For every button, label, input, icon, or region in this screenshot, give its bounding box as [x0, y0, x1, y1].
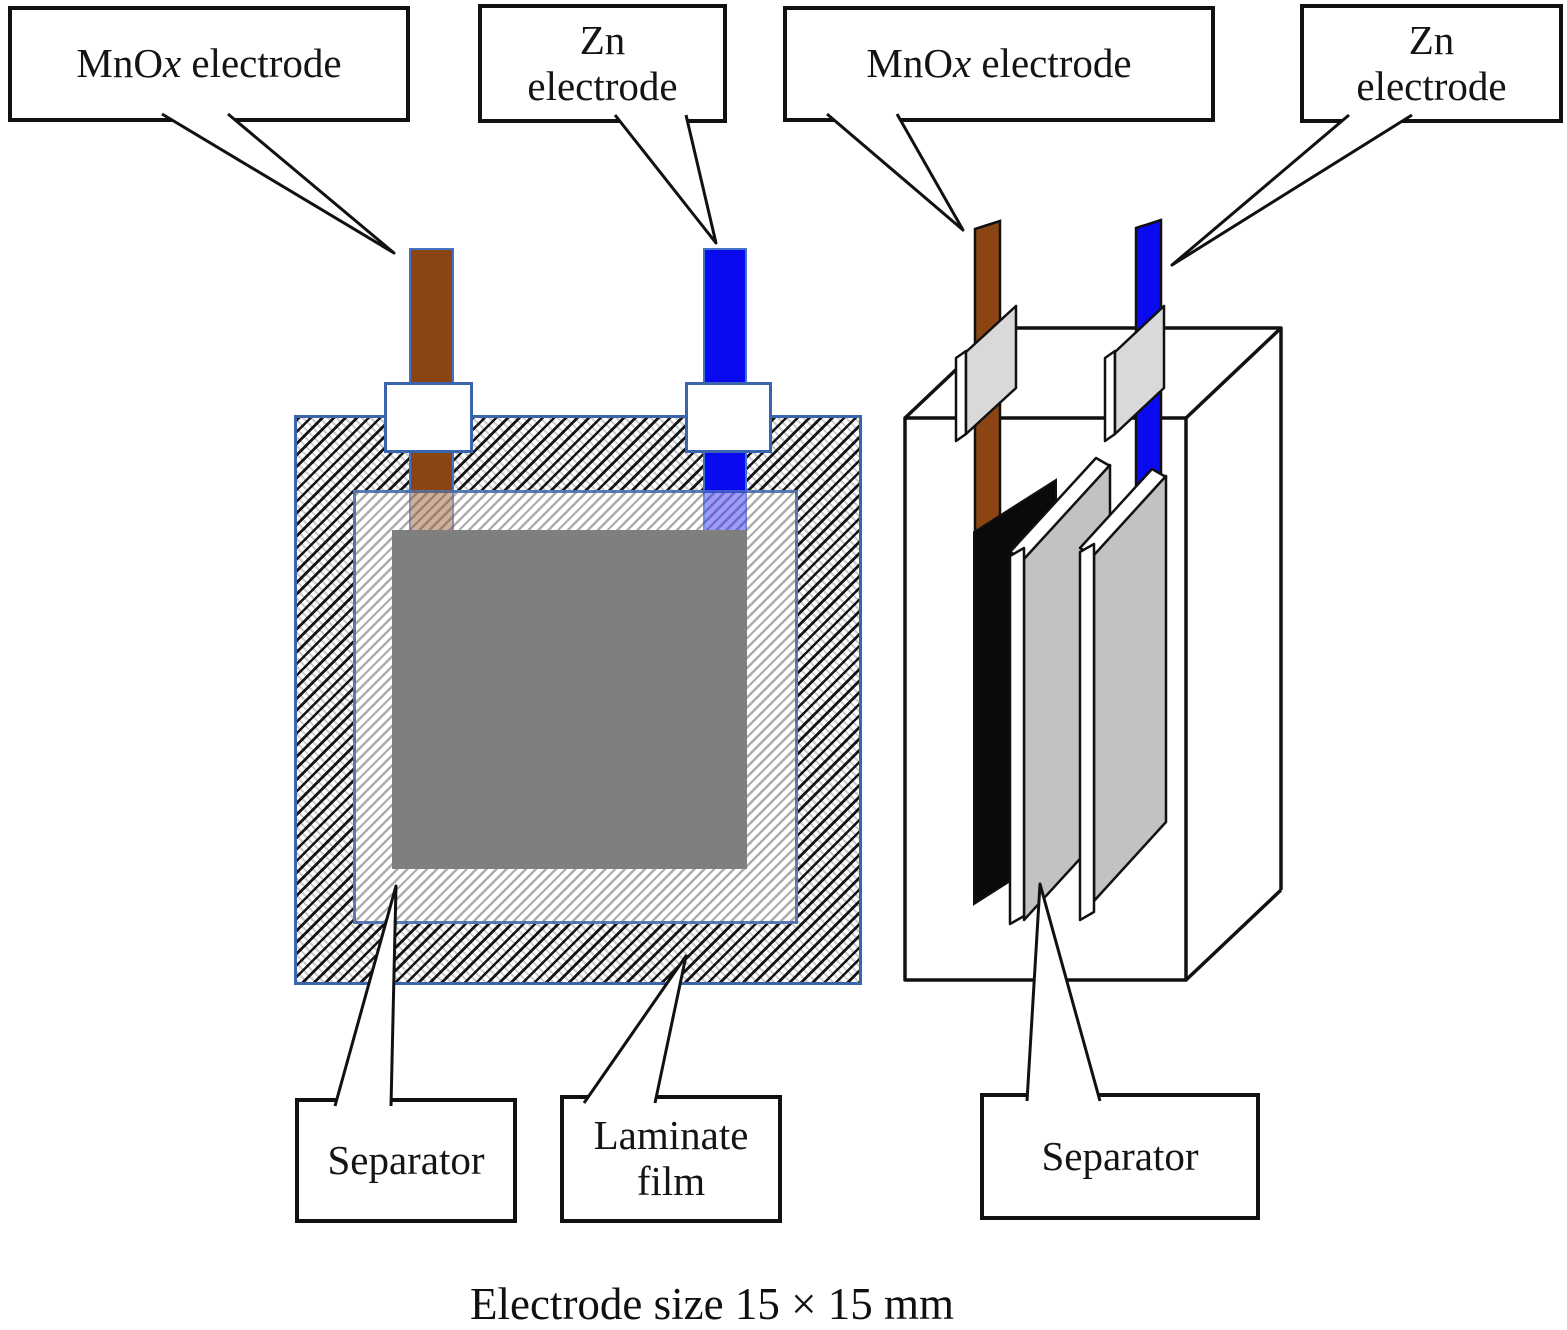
- zn-tab-under-separator: [703, 490, 747, 534]
- separator-plate-2: [1078, 467, 1168, 922]
- separator-plate-1: [1008, 456, 1112, 926]
- mnox-tab-right: [973, 219, 1002, 542]
- label-text: Separator: [327, 1136, 485, 1183]
- label-text: MnOx electrode: [866, 40, 1132, 87]
- mnox-tab-seal-left: [384, 382, 473, 453]
- callout-tail-zn-left: [613, 114, 718, 245]
- figure-caption: Electrode size 15 × 15 mm: [470, 1279, 954, 1329]
- mnox-plate: [973, 478, 1057, 906]
- callout-tail-zn-right: [1170, 113, 1413, 267]
- zn-tab-seal-left: [685, 382, 772, 453]
- electrode-square: [392, 530, 747, 869]
- label-mnox-electrode-right: MnOx electrode: [783, 6, 1215, 122]
- cell-container-box: [903, 326, 1283, 982]
- callout-tail-mnox-left: [161, 112, 396, 255]
- mnox-tab-under-separator: [409, 490, 454, 534]
- callout-tail-mnox-right: [826, 112, 965, 232]
- callout-tail-separator-right: [1025, 882, 1102, 1102]
- label-text: MnOx electrode: [76, 40, 342, 87]
- mnox-tab-seal-right: [954, 304, 1018, 443]
- label-separator-right: Separator: [980, 1093, 1260, 1220]
- label-mnox-electrode-left: MnOx electrode: [8, 6, 410, 122]
- label-text: Separator: [1041, 1132, 1199, 1179]
- label-separator-left: Separator: [295, 1098, 517, 1223]
- zn-tab-seal-right: [1103, 304, 1166, 443]
- zn-tab-right: [1134, 218, 1163, 518]
